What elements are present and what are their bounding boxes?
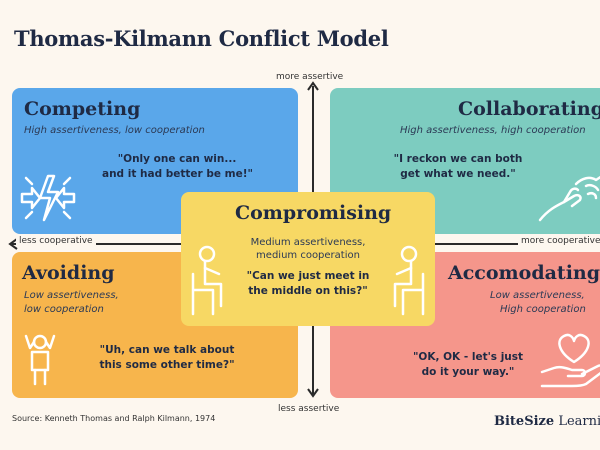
quadrant-quote-line: and it had better be me!" xyxy=(102,168,253,180)
source-citation: Source: Kenneth Thomas and Ralph Kilmann… xyxy=(12,414,216,423)
quadrant-compromising: Compromising Medium assertiveness, mediu… xyxy=(181,192,435,326)
quadrant-quote-line: do it your way." xyxy=(421,366,515,378)
quadrant-title: Avoiding xyxy=(22,262,115,284)
brand-logo-bold: BiteSize xyxy=(494,414,555,429)
brand-logo: BiteSize Learning xyxy=(494,414,600,429)
quadrant-subtitle: High assertiveness, low cooperation xyxy=(24,125,205,136)
quadrant-subtitle: Low assertiveness, xyxy=(24,290,119,301)
quadrant-title: Collaborating xyxy=(458,98,600,120)
arrow-up-icon xyxy=(307,81,319,91)
axis-label-right: more cooperative xyxy=(518,236,600,246)
quadrant-quote-line: "Can we just meet in xyxy=(246,270,370,282)
seated-person-left-icon xyxy=(191,245,223,316)
quadrant-title: Accomodating xyxy=(448,262,600,284)
quadrant-quote-line: "Only one can win... xyxy=(117,153,237,165)
quadrant-subtitle: medium cooperation xyxy=(256,250,360,261)
handshake-icon xyxy=(538,175,600,222)
heart-in-hand-icon xyxy=(540,333,600,388)
quadrant-title: Compromising xyxy=(235,202,392,224)
brand-logo-regular: Learning xyxy=(558,414,600,429)
quadrant-quote-line: "OK, OK - let's just xyxy=(412,351,524,363)
axis-label-left: less cooperative xyxy=(16,236,96,246)
quadrant-quote-line: the middle on this?" xyxy=(248,285,368,297)
axis-label-top: more assertive xyxy=(276,72,344,82)
quadrant-quote-line: "I reckon we can both xyxy=(393,153,523,165)
hiding-person-icon xyxy=(24,334,56,386)
quadrant-quote-line: this some other time?" xyxy=(99,359,235,371)
page-title: Thomas-Kilmann Conflict Model xyxy=(14,26,389,51)
lightning-clash-icon xyxy=(20,174,76,222)
quadrant-quote-line: get what we need." xyxy=(400,168,516,180)
quadrant-subtitle: High cooperation xyxy=(500,304,586,315)
quadrant-subtitle: Low assertiveness, xyxy=(490,290,585,301)
quadrant-quote-line: "Uh, can we talk about xyxy=(99,344,235,356)
quadrant-subtitle: High assertiveness, high cooperation xyxy=(400,125,586,136)
quadrant-subtitle: low cooperation xyxy=(24,304,104,315)
axis-label-bottom: less assertive xyxy=(278,404,340,414)
arrow-down-icon xyxy=(307,388,319,398)
arrow-left-icon xyxy=(8,238,18,250)
quadrant-title: Competing xyxy=(24,98,141,120)
quadrant-subtitle: Medium assertiveness, xyxy=(250,237,366,248)
seated-person-right-icon xyxy=(393,245,425,316)
